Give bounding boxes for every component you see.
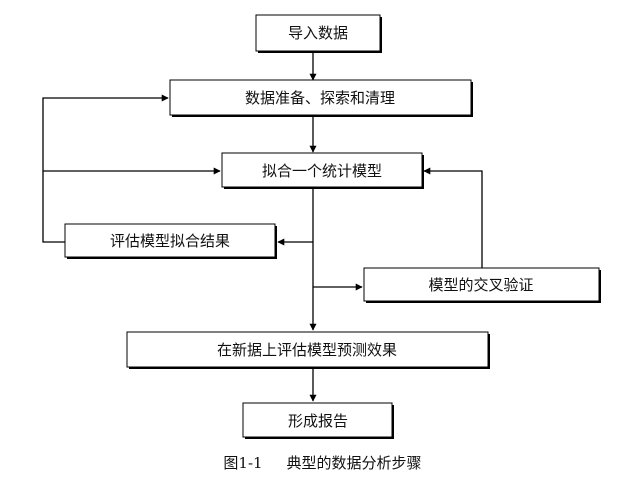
edge-crossval-to-fit: [423, 167, 483, 268]
node-report-label: 形成报告: [288, 412, 348, 430]
figure-caption: 图1-1 典型的数据分析步骤: [223, 454, 421, 472]
node-cross-validation-label: 模型的交叉验证: [428, 276, 533, 294]
node-data-preparation: 数据准备、探索和清理: [169, 79, 473, 117]
node-import-data: 导入数据: [255, 14, 382, 53]
node-cross-validation: 模型的交叉验证: [363, 267, 601, 303]
node-evaluate-fit-label: 评估模型拟合结果: [110, 232, 230, 250]
edges: [42, 51, 483, 402]
node-data-preparation-label: 数据准备、探索和清理: [245, 89, 395, 107]
node-predict-new-data: 在新据上评估模型预测效果: [126, 331, 490, 369]
node-report: 形成报告: [242, 402, 394, 439]
node-predict-new-data-label: 在新据上评估模型预测效果: [217, 341, 397, 359]
node-evaluate-fit: 评估模型拟合结果: [64, 223, 277, 259]
node-import-data-label: 导入数据: [288, 24, 348, 42]
node-fit-model-label: 拟合一个统计模型: [262, 162, 382, 180]
figure-caption-number: 图1-1: [223, 454, 262, 472]
figure-caption-title: 典型的数据分析步骤: [286, 454, 421, 472]
edge-evaluate-to-prepare: [42, 94, 169, 243]
node-fit-model: 拟合一个统计模型: [221, 152, 424, 189]
